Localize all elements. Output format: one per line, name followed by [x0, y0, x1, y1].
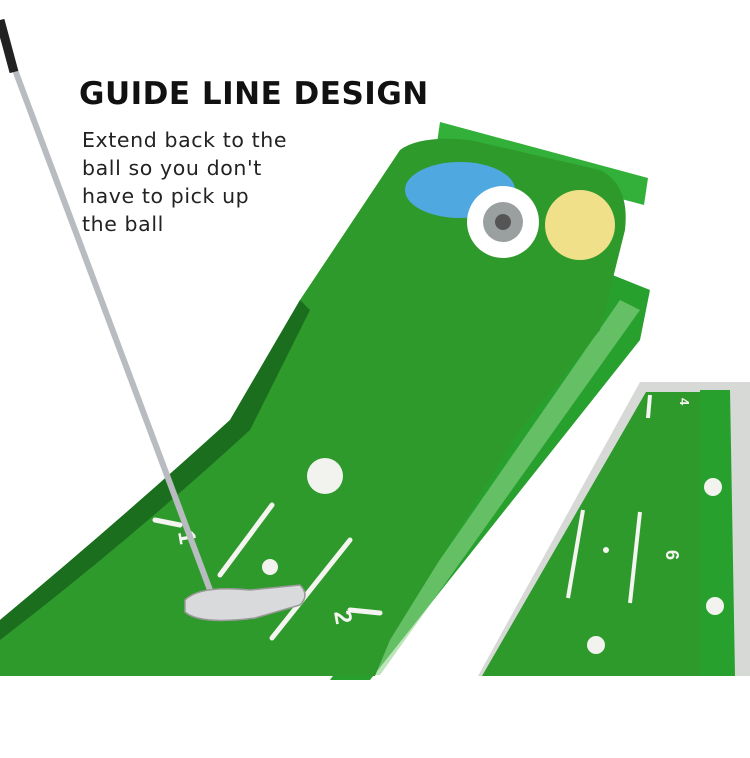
inset-ball: [587, 636, 605, 654]
inset-guide-lines: [566, 394, 652, 604]
yellow-cup: [545, 190, 615, 260]
inset-marking-4: 4: [677, 398, 692, 406]
mat-marking-2: 2: [328, 608, 357, 626]
description-line: ball so you don't: [82, 156, 262, 180]
description-line: have to pick up: [82, 184, 250, 208]
inset-rail: [700, 390, 735, 676]
description-line: Extend back to the: [82, 128, 288, 152]
inset-ball: [706, 597, 724, 615]
description-line: the ball: [82, 212, 164, 236]
inset-ball: [704, 478, 722, 496]
putting-mat: [0, 138, 626, 676]
hole-center: [495, 214, 511, 230]
guide-lines: [152, 502, 383, 641]
putter-shaft: [0, 28, 213, 592]
golf-ball-small: [262, 559, 278, 575]
inset-turf: [482, 392, 700, 676]
rail-channel: [360, 300, 640, 675]
golf-ball: [307, 458, 343, 494]
inset-closeup: 4 6: [478, 382, 750, 676]
mat-edge-shadow: [0, 300, 310, 640]
description: Extend back to the ball so you don't hav…: [82, 126, 287, 238]
inset-marking-6: 6: [662, 550, 682, 560]
putter-head: [184, 584, 306, 622]
inset-dot: [603, 547, 609, 553]
heading: GUIDE LINE DESIGN: [79, 76, 429, 112]
putter-grip: [0, 18, 19, 74]
